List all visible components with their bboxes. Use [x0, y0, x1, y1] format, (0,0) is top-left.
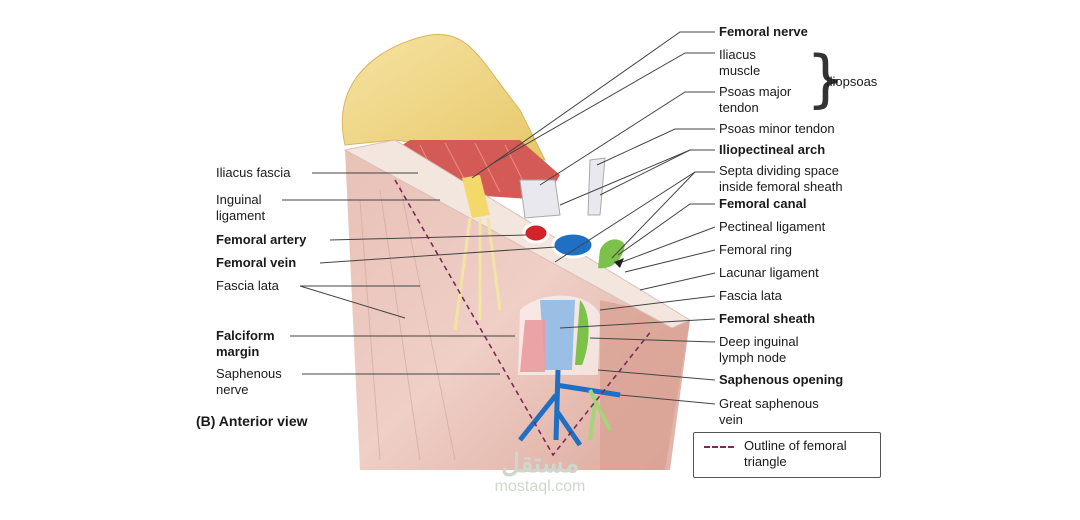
- leader-lines-left: [282, 172, 557, 375]
- iliopsoas-muscle: [398, 140, 560, 200]
- label-fascia-lata-left: Fascia lata: [216, 278, 279, 293]
- label-septa: Septa dividing space inside femoral shea…: [719, 163, 843, 194]
- great-saphenous-vein: [518, 369, 621, 447]
- label-pectineal-ligament: Pectineal ligament: [719, 219, 826, 234]
- label-psoas-major-tendon: Psoas major tendon: [719, 84, 792, 115]
- watermark-url: mostaql.com: [494, 478, 586, 495]
- label-saphenous-opening: Saphenous opening: [719, 372, 844, 387]
- label-fascia-lata-right: Fascia lata: [719, 288, 782, 303]
- psoas-minor-tendon: [587, 157, 606, 216]
- legend: Outline of femoral triangle: [693, 432, 881, 478]
- label-saphenous-nerve: Saphenous nerve: [216, 366, 282, 397]
- watermark-logo: مستقل: [501, 448, 579, 478]
- label-lacunar-ligament: Lacunar ligament: [719, 265, 819, 280]
- label-psoas-minor-tendon: Psoas minor tendon: [719, 121, 835, 136]
- label-iliacus-fascia: Iliacus fascia: [216, 165, 291, 180]
- arrow-head-femoral-ring: [614, 258, 624, 268]
- leader-lines-right: [471, 31, 716, 405]
- iliac-bone: [341, 33, 546, 161]
- label-falciform-margin: Falciform margin: [216, 328, 275, 359]
- femoral-artery-lumen: [522, 222, 550, 244]
- label-femoral-sheath: Femoral sheath: [719, 311, 816, 326]
- view-caption: (B) Anterior view: [196, 413, 308, 429]
- psoas-tendon-column: [519, 179, 561, 219]
- femoral-canal-lymph: [598, 239, 625, 269]
- watermark: مستقل mostaql.com: [470, 448, 610, 496]
- label-deep-inguinal-lymph-node: Deep inguinal lymph node: [719, 334, 799, 365]
- label-femoral-artery: Femoral artery: [216, 232, 307, 247]
- femoral-vein-lumen: [551, 231, 595, 259]
- label-iliacus-muscle: Iliacus muscle: [719, 47, 761, 78]
- label-femoral-vein: Femoral vein: [216, 255, 297, 270]
- legend-text: Outline of femoral triangle: [744, 438, 847, 469]
- label-femoral-nerve: Femoral nerve: [719, 24, 808, 39]
- iliopsoas-brace: }: [806, 42, 846, 115]
- legend-dashed-line: [704, 446, 734, 448]
- label-femoral-canal: Femoral canal: [719, 196, 807, 211]
- label-femoral-ring: Femoral ring: [719, 242, 792, 257]
- femoral-nerve: [462, 175, 490, 218]
- label-inguinal-ligament: Inguinal ligament: [216, 192, 266, 223]
- thigh-right-side: [600, 300, 690, 470]
- lymph-branches: [588, 389, 612, 441]
- label-great-saphenous-vein: Great saphenous vein: [719, 396, 819, 427]
- label-iliopectineal-arch: Iliopectineal arch: [719, 142, 826, 157]
- deep-inguinal-node: [575, 300, 589, 365]
- label-iliopsoas: Iliopsoas: [826, 74, 878, 89]
